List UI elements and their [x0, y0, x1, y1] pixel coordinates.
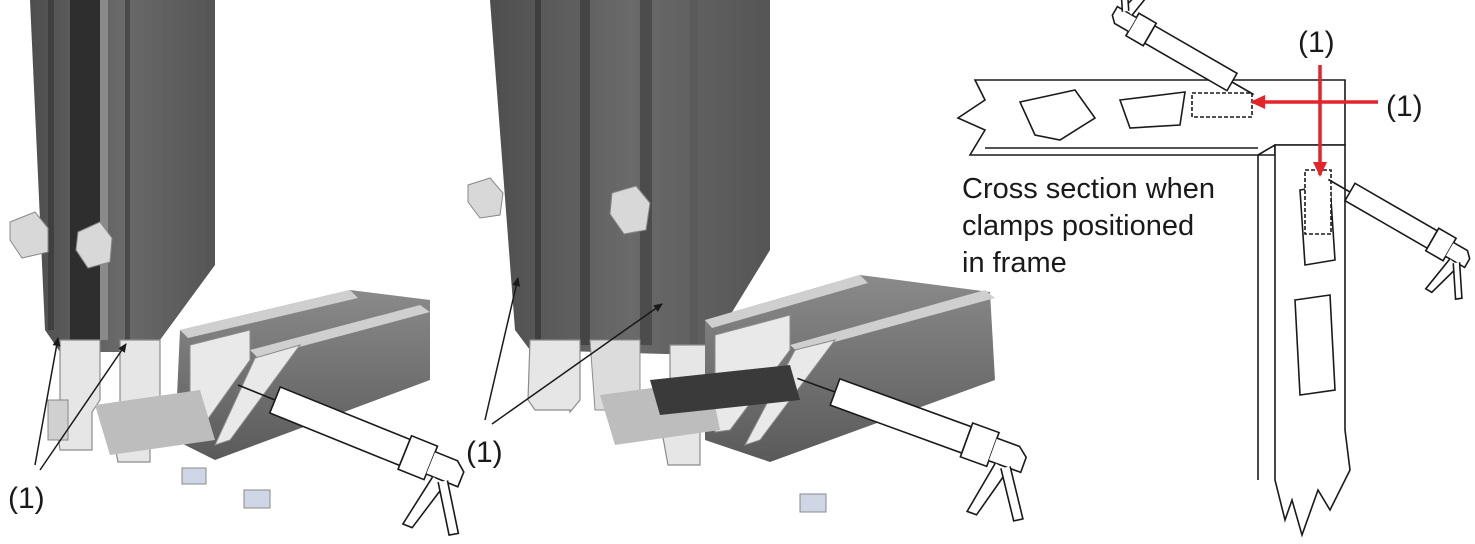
corner-clamp-icon	[1191, 92, 1332, 235]
sealant-gun-icon	[237, 384, 465, 536]
right-callout-side: (1)	[1386, 90, 1423, 123]
middle-loose-clamp	[799, 493, 827, 513]
left-loose-clamp-1	[181, 467, 207, 485]
sealant-gun-icon	[797, 377, 1028, 522]
caption-line-2: clamps positioned	[962, 210, 1194, 242]
left-callout: (1)	[8, 337, 127, 515]
left-horizontal-rail	[95, 290, 430, 460]
left-clamp-blocks	[9, 211, 113, 269]
middle-panel: (1)	[466, 0, 1028, 522]
caption-line-3: in frame	[962, 247, 1067, 279]
left-vertical-profile	[30, 0, 215, 352]
right-panel: (1) (1) Cross section when clamps positi…	[956, 0, 1471, 538]
left-callout-label: (1)	[8, 482, 45, 515]
right-callout-top: (1)	[1298, 26, 1335, 59]
frame-cross-section	[956, 79, 1351, 538]
left-panel: (1)	[8, 0, 465, 536]
middle-clamp-blocks	[467, 177, 651, 235]
sealant-gun-icon	[1111, 0, 1255, 96]
middle-callout-label: (1)	[466, 436, 503, 469]
left-loose-clamp-2	[243, 489, 271, 509]
middle-callout: (1)	[466, 277, 663, 469]
middle-vertical-profile	[490, 0, 770, 355]
middle-horizontal-rail	[600, 275, 995, 462]
cross-section-caption: Cross section when clamps positioned in …	[962, 173, 1215, 279]
sealant-gun-icon	[1327, 178, 1471, 301]
caption-line-1: Cross section when	[962, 173, 1215, 205]
